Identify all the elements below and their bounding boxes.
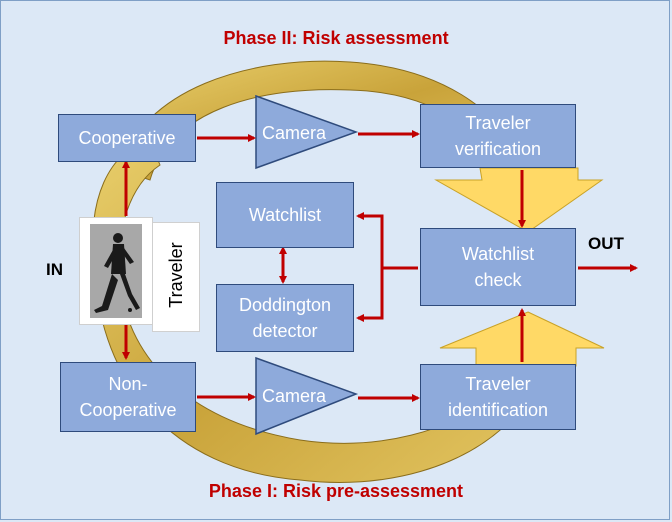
traveler-label: Traveler bbox=[166, 242, 186, 308]
arrow-check-doddington bbox=[356, 268, 384, 322]
camera-bottom-label: Camera bbox=[262, 386, 327, 406]
camera-bottom-triangle bbox=[255, 356, 359, 436]
traveler-label-frame bbox=[152, 222, 200, 332]
in-label: IN bbox=[46, 260, 63, 279]
flow-arrows bbox=[122, 130, 638, 402]
noncooperative-box: Non- Cooperative bbox=[60, 362, 196, 432]
phase1-title: Phase I: Risk pre-assessment bbox=[208, 481, 464, 501]
down-flow-arrow bbox=[434, 167, 604, 233]
walking-person-icon bbox=[90, 224, 142, 318]
camera-top-label: Camera bbox=[262, 123, 327, 143]
traveler-identification-box: Traveler identification bbox=[420, 364, 576, 430]
traveler-photo-card bbox=[80, 218, 152, 324]
cooperative-box: Cooperative bbox=[58, 114, 196, 162]
traveler-verification-box: Traveler verification bbox=[420, 104, 576, 168]
arrow-check-watchlist bbox=[356, 212, 418, 270]
lower-ring-arc bbox=[92, 139, 521, 483]
watchlist-check-box: Watchlist check bbox=[420, 228, 576, 306]
camera-top-triangle bbox=[255, 94, 359, 170]
watchlist-box: Watchlist bbox=[216, 182, 354, 248]
phase2-title: Phase II: Risk assessment bbox=[223, 28, 449, 48]
out-label: OUT bbox=[588, 234, 624, 253]
doddington-detector-box: Doddington detector bbox=[216, 284, 354, 352]
